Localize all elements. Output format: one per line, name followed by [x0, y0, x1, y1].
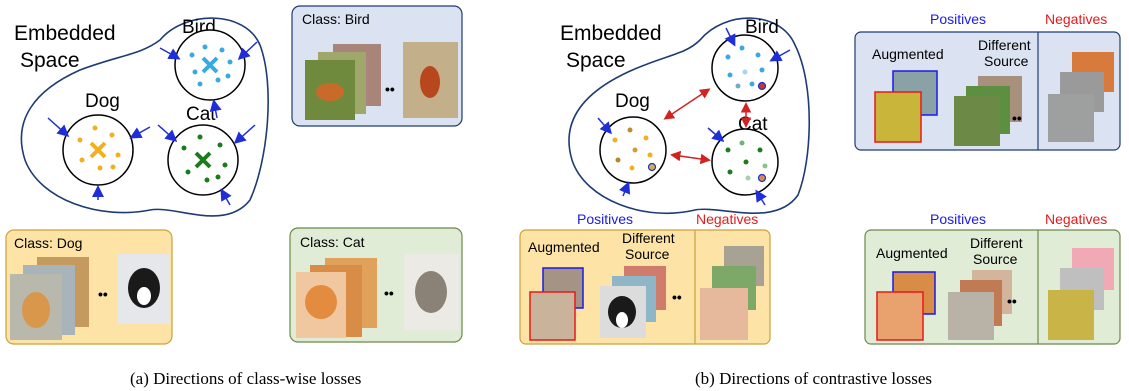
different-label-3b: Source: [973, 251, 1018, 267]
panel-a: Embedded Space Bird Dog Cat: [5, 5, 463, 388]
ellipsis-b-1: ••: [1012, 110, 1022, 126]
negatives-label-1: Negatives: [1045, 11, 1107, 27]
dog-points-a: [77, 125, 121, 171]
negatives-label-2: Negatives: [696, 211, 758, 227]
panel-b: Embedded Space Bird Dog Cat: [519, 11, 1121, 388]
cluster-label-dog-a: Dog: [85, 91, 120, 112]
space-label-a-2: Space: [20, 49, 80, 72]
dog-points-b: [612, 127, 657, 172]
bird-points-b: [725, 45, 767, 91]
cluster-label-bird-b: Bird: [745, 17, 779, 38]
cat-points-b: [725, 140, 768, 183]
augmented-label-1: Augmented: [872, 46, 944, 62]
class-box-bird-a: Class: Bird ••: [291, 5, 463, 127]
class-box-dog-a: Class: Dog ••: [5, 229, 173, 345]
space-label-a-1: Embedded: [14, 22, 116, 45]
hummingbird-figure: [420, 66, 440, 98]
class-box-dog-title: Class: Dog: [14, 235, 82, 251]
robin-figure: [316, 83, 344, 101]
different-label-1a: Different: [978, 37, 1031, 53]
cluster-label-dog-b: Dog: [615, 91, 650, 112]
directions-b-pull: [597, 27, 791, 206]
cat-points-a: [181, 134, 228, 183]
cluster-circle-bird-b: [711, 34, 779, 102]
embedded-space-outline-b: [568, 17, 810, 214]
space-label-b-2: Space: [566, 49, 626, 72]
centroid-cat-a: [194, 151, 212, 169]
class-box-cat-a: Class: Cat ••: [289, 227, 463, 343]
grey-cat-figure: [415, 271, 447, 313]
space-label-b-1: Embedded: [560, 22, 662, 45]
centroid-dog-a: [89, 141, 107, 159]
caption-b: (b) Directions of contrastive losses: [695, 369, 932, 388]
bird-points-a: [189, 44, 233, 87]
positives-label-3: Positives: [930, 211, 986, 227]
class-box-cat-title: Class: Cat: [300, 234, 365, 250]
different-label-2a: Different: [622, 230, 675, 246]
augmented-label-3: Augmented: [876, 245, 948, 261]
ellipsis-b-3: ••: [1007, 293, 1017, 309]
positives-label-1: Positives: [930, 11, 986, 27]
augmented-label-2: Augmented: [528, 239, 600, 255]
negatives-label-3: Negatives: [1045, 211, 1107, 227]
cluster-label-cat-a: Cat: [186, 104, 216, 125]
corgi-figure: [22, 292, 50, 328]
centroid-bird-a: [201, 56, 219, 74]
ellipsis-bird-a: ••: [385, 81, 395, 97]
kitten-figure: [305, 285, 337, 319]
contrastive-box-dog: Positives Negatives Augmented Different …: [519, 211, 771, 345]
ellipsis-dog-a: ••: [98, 286, 108, 302]
ellipsis-b-2: ••: [672, 289, 682, 305]
directions-b-push: [663, 88, 752, 165]
directions-a: [47, 41, 258, 206]
different-label-3a: Different: [970, 235, 1023, 251]
positives-label-2: Positives: [577, 211, 633, 227]
class-box-bird-title: Class: Bird: [302, 11, 370, 27]
contrastive-box-cat: Positives Negatives Augmented Different …: [864, 211, 1121, 345]
ellipsis-cat-a: ••: [384, 285, 394, 301]
contrastive-box-bird: Positives Negatives Augmented Different …: [854, 11, 1121, 151]
different-label-1b: Source: [984, 53, 1029, 69]
embedded-space-outline-a: [20, 17, 269, 217]
caption-a: (a) Directions of class-wise losses: [130, 369, 361, 388]
different-label-2b: Source: [625, 246, 670, 262]
